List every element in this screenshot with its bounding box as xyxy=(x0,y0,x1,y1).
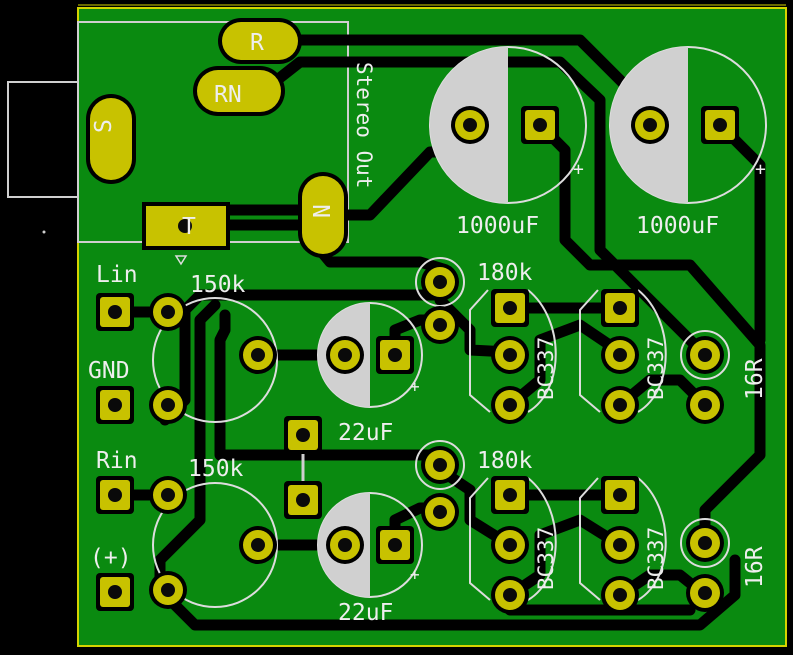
pad-drill xyxy=(338,538,352,552)
pad-drill xyxy=(108,305,122,319)
connector-label-rin: Rin xyxy=(96,448,138,474)
pad-drill xyxy=(613,398,627,412)
pad-drill xyxy=(161,488,175,502)
pad-drill xyxy=(698,348,712,362)
pad-drill xyxy=(613,588,627,602)
square-pads xyxy=(96,106,739,611)
connector-label-lin: Lin xyxy=(96,262,138,288)
pad-drill xyxy=(613,488,627,502)
pad-drill xyxy=(251,348,265,362)
pad-drill xyxy=(533,118,547,132)
pot-top-label: 150k xyxy=(190,272,246,298)
res-16r-top-label: 16R xyxy=(742,358,768,400)
transistor-1-label: BC337 xyxy=(534,337,558,400)
pad-drill xyxy=(251,538,265,552)
jack-pin-label-s: S xyxy=(91,119,117,133)
pad-drill xyxy=(388,538,402,552)
connector-label-gnd: GND xyxy=(88,358,130,384)
pad-drill xyxy=(161,398,175,412)
svg-text:+: + xyxy=(410,565,420,584)
cap-1000uf-left-label: 1000uF xyxy=(456,213,539,239)
origin-dot xyxy=(42,230,46,234)
jack-pin-label-rn: RN xyxy=(214,82,242,108)
pad-drill xyxy=(503,398,517,412)
pad-drill xyxy=(161,583,175,597)
jack-pin-label-n: N xyxy=(310,204,336,218)
jack-pin-label-t: T xyxy=(182,214,196,240)
pad-drill xyxy=(433,318,447,332)
round-pads xyxy=(149,106,724,614)
pot-bottom-label: 150k xyxy=(188,456,244,482)
connector-label-plus: (+) xyxy=(90,545,132,571)
pad-drill xyxy=(643,118,657,132)
cap-22uf-top-label: 22uF xyxy=(338,420,393,446)
pad-drill xyxy=(108,488,122,502)
pot-150k-top-outline xyxy=(152,297,278,423)
transistor-4-label: BC337 xyxy=(644,527,668,590)
pad-drill xyxy=(713,118,727,132)
transistor-outlines xyxy=(469,289,667,601)
pad-drill xyxy=(613,348,627,362)
pad-drill xyxy=(296,493,310,507)
res-180k-top-label: 180k xyxy=(477,260,533,286)
transistor-3-label: BC337 xyxy=(534,527,558,590)
res-180k-bottom-outline xyxy=(415,440,465,490)
jack-pin-label-r: R xyxy=(250,30,264,56)
pad-drill xyxy=(613,301,627,315)
jack-pads xyxy=(86,18,348,258)
pad-drill xyxy=(698,536,712,550)
res-180k-bottom-label: 180k xyxy=(477,448,533,474)
transistor-2-label: BC337 xyxy=(644,337,668,400)
pad-drill xyxy=(433,275,447,289)
pad-drill xyxy=(433,505,447,519)
svg-text:+: + xyxy=(573,159,584,180)
pad-drill xyxy=(388,348,402,362)
pad-drill xyxy=(503,588,517,602)
svg-text:+: + xyxy=(410,377,420,396)
cap-1000uf-right-label: 1000uF xyxy=(636,213,719,239)
pad-drill xyxy=(108,398,122,412)
pad-drill xyxy=(161,305,175,319)
pad-drill xyxy=(503,348,517,362)
jack-label: Stereo Out xyxy=(352,62,376,188)
res-16r-top-outline xyxy=(680,330,730,380)
pad-drill xyxy=(338,348,352,362)
pad-drill xyxy=(503,301,517,315)
res-16r-bottom-outline xyxy=(680,518,730,568)
pad-drill xyxy=(503,538,517,552)
pad-drill xyxy=(433,458,447,472)
pad-drill xyxy=(296,428,310,442)
pin1-marker xyxy=(174,255,188,266)
cap-22uf-bottom-label: 22uF xyxy=(338,600,393,626)
pad-drill xyxy=(108,585,122,599)
pad-drill xyxy=(698,398,712,412)
pad-drill xyxy=(613,538,627,552)
pad-drill xyxy=(698,586,712,600)
pad-drill xyxy=(463,118,477,132)
svg-text:+: + xyxy=(755,159,766,180)
res-16r-bottom-label: 16R xyxy=(742,546,768,588)
pad-drill xyxy=(503,488,517,502)
